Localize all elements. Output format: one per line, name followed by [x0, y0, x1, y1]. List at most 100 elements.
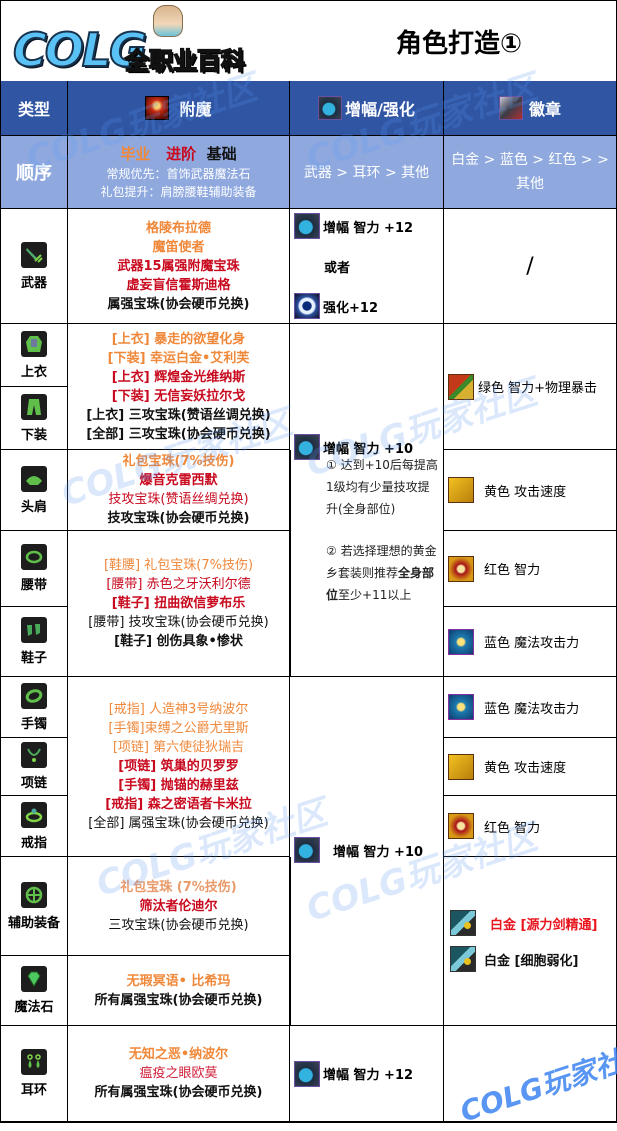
pants-icon	[21, 393, 47, 420]
enchant-option: 属强宝珠(协会硬币兑换)	[107, 296, 250, 312]
header-enchant-label: 附魔	[179, 100, 212, 119]
emblem-weapon: /	[444, 209, 617, 325]
priority-package: 礼包提升：肩膀腰鞋辅助装备	[100, 185, 257, 199]
slot-name: 耳环	[20, 1083, 47, 1098]
order-label-cell: 顺序	[1, 136, 69, 210]
enchant-earring: 无知之恶•纳波尔 瘟疫之眼欧莫 所有属强宝珠(协会硬币兑换)	[68, 1026, 291, 1123]
enchant-option: 技攻宝珠(协会硬币兑换)	[107, 511, 250, 526]
emblem-bracelet: 蓝色 魔法攻击力	[444, 677, 617, 739]
aux-equipment-icon	[21, 881, 47, 908]
emblem-text: 白金 [源力剑精通]	[490, 917, 598, 933]
enchant-option: [鞋子] 创伤具象•惨状	[114, 634, 243, 649]
bracelet-icon	[21, 682, 47, 709]
amp-value: 增幅 智力 +10	[333, 844, 424, 860]
enchant-option: 格陵布拉德	[145, 220, 211, 236]
amplify-earring: 增幅 智力 +12	[290, 1026, 445, 1123]
amp-value: 增幅 智力 +10	[323, 441, 414, 457]
tier-basic: 基础	[206, 145, 237, 163]
emblem-text: 黄色 攻击速度	[484, 484, 567, 500]
enchant-option: [戒指] 森之密语者卡米拉	[105, 797, 252, 812]
slot-name: 腰带	[20, 578, 47, 593]
banner: COLG 全职业百科 角色打造①	[1, 1, 616, 81]
enchant-option: [上衣] 三攻宝珠(赞语丝调兑换)	[86, 407, 271, 423]
enchant-shoulder: 礼包宝珠(7%技伤) 爆音克雷西默 技攻宝珠(赞语丝绸兑换) 技攻宝珠(协会硬币…	[68, 450, 291, 532]
enchant-belt-shoes: [鞋腰] 礼包宝珠(7%技伤) [腰带] 赤色之牙沃利尔德 [鞋子] 扭曲欲信萝…	[68, 531, 291, 678]
tier-graduate: 毕业	[120, 145, 151, 163]
slot-name: 辅助装备	[7, 915, 60, 931]
emblem-earring	[444, 1026, 617, 1123]
slot-aux: 辅助装备	[1, 857, 69, 957]
emblem-shoes: 蓝色 魔法攻击力	[444, 607, 617, 678]
amplify-icon	[318, 96, 343, 120]
enchant-option: 礼包宝珠(7%技伤)	[122, 454, 235, 469]
emblem-text: 绿色 智力+物理暴击	[478, 381, 598, 396]
emblem-aux-stone: 白金 [源力剑精通] 白金 [细胞弱化]	[444, 857, 617, 1027]
enchant-option: [项链] 筑巢的贝罗罗	[118, 759, 239, 774]
platinum-emblem-icon	[450, 946, 476, 972]
header-amplify-label: 增幅/强化	[345, 100, 415, 119]
header-amplify: 增幅/强化	[290, 81, 445, 137]
slot-name: 上衣	[20, 364, 47, 380]
emblem-none: /	[526, 253, 534, 279]
enchant-top-pants: [上衣] 暴走的欲望化身 [下装] 幸运白金•艾利芙 [上衣] 辉煌金光维纳斯 …	[68, 324, 291, 451]
enchant-option: [项链] 第六使徒狄瑞吉	[112, 740, 245, 755]
emblem-order-line1: 白金 > 蓝色 > 红色 > >	[451, 152, 609, 168]
order-emblem-cell: 白金 > 蓝色 > 红色 > > 其他	[444, 136, 617, 210]
enchant-option: [上衣] 暴走的欲望化身	[111, 331, 246, 347]
blue-emblem-icon	[448, 628, 474, 655]
order-label: 顺序	[16, 163, 52, 184]
tier-advanced: 进阶	[166, 145, 197, 163]
enchant-option: [全部] 三攻宝珠(协会硬币兑换)	[86, 426, 271, 442]
slot-name: 项链	[20, 776, 47, 791]
red-emblem-icon	[448, 555, 474, 582]
slot-name: 下装	[20, 427, 47, 443]
amplify-weapon: 增幅 智力 +12 或者 强化+12	[290, 209, 445, 325]
enchant-option: 筛汰者伦迪尔	[139, 898, 218, 914]
amp-note-2-tail: 至少+11以上	[338, 588, 412, 602]
emblem-text: 蓝色 魔法攻击力	[484, 636, 580, 651]
emblem-text: 黄色 攻击速度	[484, 761, 567, 776]
belt-icon	[21, 544, 47, 570]
enchant-option: [下装] 无信妄妖拉尔戈	[111, 388, 246, 404]
emblem-text: 红色 智力	[484, 563, 541, 578]
slot-shoulder: 头肩	[1, 450, 69, 532]
header-emblem: 徽章	[444, 81, 617, 137]
enchant-option: [鞋腰] 礼包宝珠(7%技伤)	[103, 558, 254, 573]
slot-name: 魔法石	[14, 1000, 54, 1015]
slot-name: 鞋子	[20, 651, 47, 666]
amp-or: 或者	[324, 260, 351, 276]
yellow-emblem-icon	[448, 753, 474, 780]
enchant-option: 虚妄盲信霍斯迪格	[126, 277, 231, 293]
enchant-option: [鞋子] 扭曲欲信萝布乐	[111, 596, 246, 611]
emblem-ring: 红色 智力	[444, 796, 617, 858]
sword-icon	[21, 241, 47, 268]
priority-normal: 常规优先：首饰武器魔法石	[106, 167, 251, 181]
enchant-aux: 礼包宝珠 (7%技伤) 筛汰者伦迪尔 三攻宝珠(协会硬币兑换)	[68, 857, 291, 957]
amp-order: 武器 > 耳环 > 其他	[303, 165, 430, 181]
shoulder-icon	[21, 465, 47, 492]
yellow-emblem-icon	[448, 477, 474, 503]
ring-icon	[21, 801, 47, 828]
enchant-icon	[145, 96, 170, 120]
platinum-emblem-icon	[450, 910, 476, 936]
emblem-icon	[498, 96, 523, 120]
enchant-option: [戒指] 人造神3号纳波尔	[108, 702, 249, 717]
amp-note-2-bold: 全身部位	[326, 566, 435, 602]
logo-subtitle: 全职业百科	[124, 46, 246, 76]
blue-emblem-icon	[448, 694, 474, 720]
enchant-option: [腰带] 赤色之牙沃利尔德	[106, 577, 251, 592]
order-enchant-cell: 毕业 进阶 基础 常规优先：首饰武器魔法石 礼包提升：肩膀腰鞋辅助装备	[68, 136, 291, 210]
platinum-emblem-1: 白金 [源力剑精通]	[450, 910, 597, 936]
enchant-accessories: [戒指] 人造神3号纳波尔 [手镯]束缚之公爵尤里斯 [项链] 第六使徒狄瑞吉 …	[68, 677, 291, 858]
slot-name: 手镯	[20, 716, 47, 732]
emblem-necklace: 黄色 攻击速度	[444, 738, 617, 797]
refine-icon	[294, 293, 320, 319]
enchant-option: 所有属强宝珠(协会硬币兑换)	[94, 992, 263, 1008]
slot-ring: 戒指	[1, 796, 69, 858]
tier-legend: 毕业 进阶 基础	[120, 143, 236, 165]
slot-earring: 耳环	[1, 1026, 69, 1123]
amp-value: 增幅 智力 +12	[323, 1068, 414, 1083]
enchant-option: 武器15属强附魔宝珠	[117, 258, 240, 274]
slot-name: 戒指	[20, 835, 47, 851]
green-emblem-icon	[448, 373, 474, 400]
